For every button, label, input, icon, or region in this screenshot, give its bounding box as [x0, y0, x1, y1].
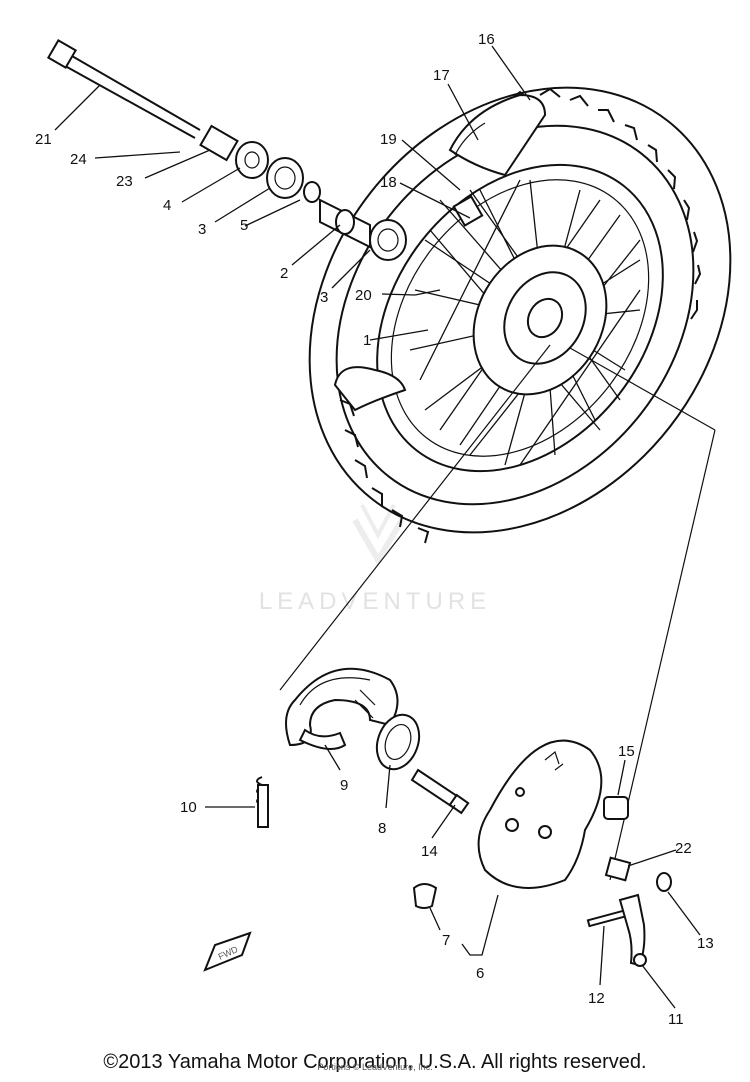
- callout-22: 22: [675, 840, 692, 857]
- nut-22: [604, 856, 632, 882]
- callout-2: 2: [280, 265, 288, 282]
- callout-7: 7: [442, 932, 450, 949]
- spacer-2: [319, 198, 371, 249]
- washer-13: [656, 872, 672, 892]
- callout-14: 14: [421, 843, 438, 860]
- brake-shoe-9: [285, 667, 399, 750]
- bearing-4: [235, 141, 269, 179]
- callout-3: 3: [198, 221, 206, 238]
- circlip-5: [303, 181, 321, 203]
- wheel-assembly: [308, 86, 732, 544]
- callout-8: 8: [378, 820, 386, 837]
- leadventure-logo-icon: [352, 504, 405, 566]
- callout-1: 1: [363, 332, 371, 349]
- bearing-3-lower: [369, 219, 407, 261]
- camshaft-14: [410, 768, 470, 815]
- forward-arrow-icon: FWD: [203, 931, 252, 972]
- callout-21: 21: [35, 131, 52, 148]
- spring-10: [256, 776, 269, 828]
- callout-9: 9: [340, 777, 348, 794]
- callout-5: 5: [240, 217, 248, 234]
- callout-20: 20: [355, 287, 372, 304]
- cam-lever-11: [618, 893, 647, 967]
- callout-3-lower: 3: [320, 289, 328, 306]
- callout-11: 11: [668, 1011, 684, 1028]
- callout-24: 24: [70, 151, 87, 168]
- bolt-12: [586, 908, 630, 928]
- callout-16: 16: [478, 31, 495, 48]
- leader-lines: [54, 45, 701, 1009]
- guide-line: [279, 344, 551, 691]
- watermark-text: LEADVENTURE: [259, 588, 491, 615]
- callout-15: 15: [618, 743, 635, 760]
- oil-seal-8: [375, 713, 421, 771]
- callout-12: 12: [588, 990, 605, 1007]
- guide-line: [569, 347, 716, 431]
- axle-21: [46, 38, 201, 139]
- callout-17: 17: [433, 67, 450, 84]
- callout-23: 23: [116, 173, 133, 190]
- bearing-3-upper: [266, 157, 304, 199]
- spoke-20: [414, 289, 441, 296]
- callout-18: 18: [380, 174, 397, 191]
- copyright-notice: ©2013 Yamaha Motor Corporation, U.S.A. A…: [103, 1051, 646, 1073]
- callout-19: 19: [380, 131, 397, 148]
- copyright-overlay: Portions © LeadVenture, Inc.: [317, 1062, 432, 1072]
- axle-collar-23: [199, 124, 239, 162]
- callout-4: 4: [163, 197, 171, 214]
- brake-plate-6: [477, 739, 603, 889]
- collar-15: [603, 796, 629, 820]
- callout-6: 6: [476, 965, 484, 982]
- callout-13: 13: [697, 935, 714, 952]
- callout-10: 10: [180, 799, 197, 816]
- dust-cap-7: [412, 883, 438, 909]
